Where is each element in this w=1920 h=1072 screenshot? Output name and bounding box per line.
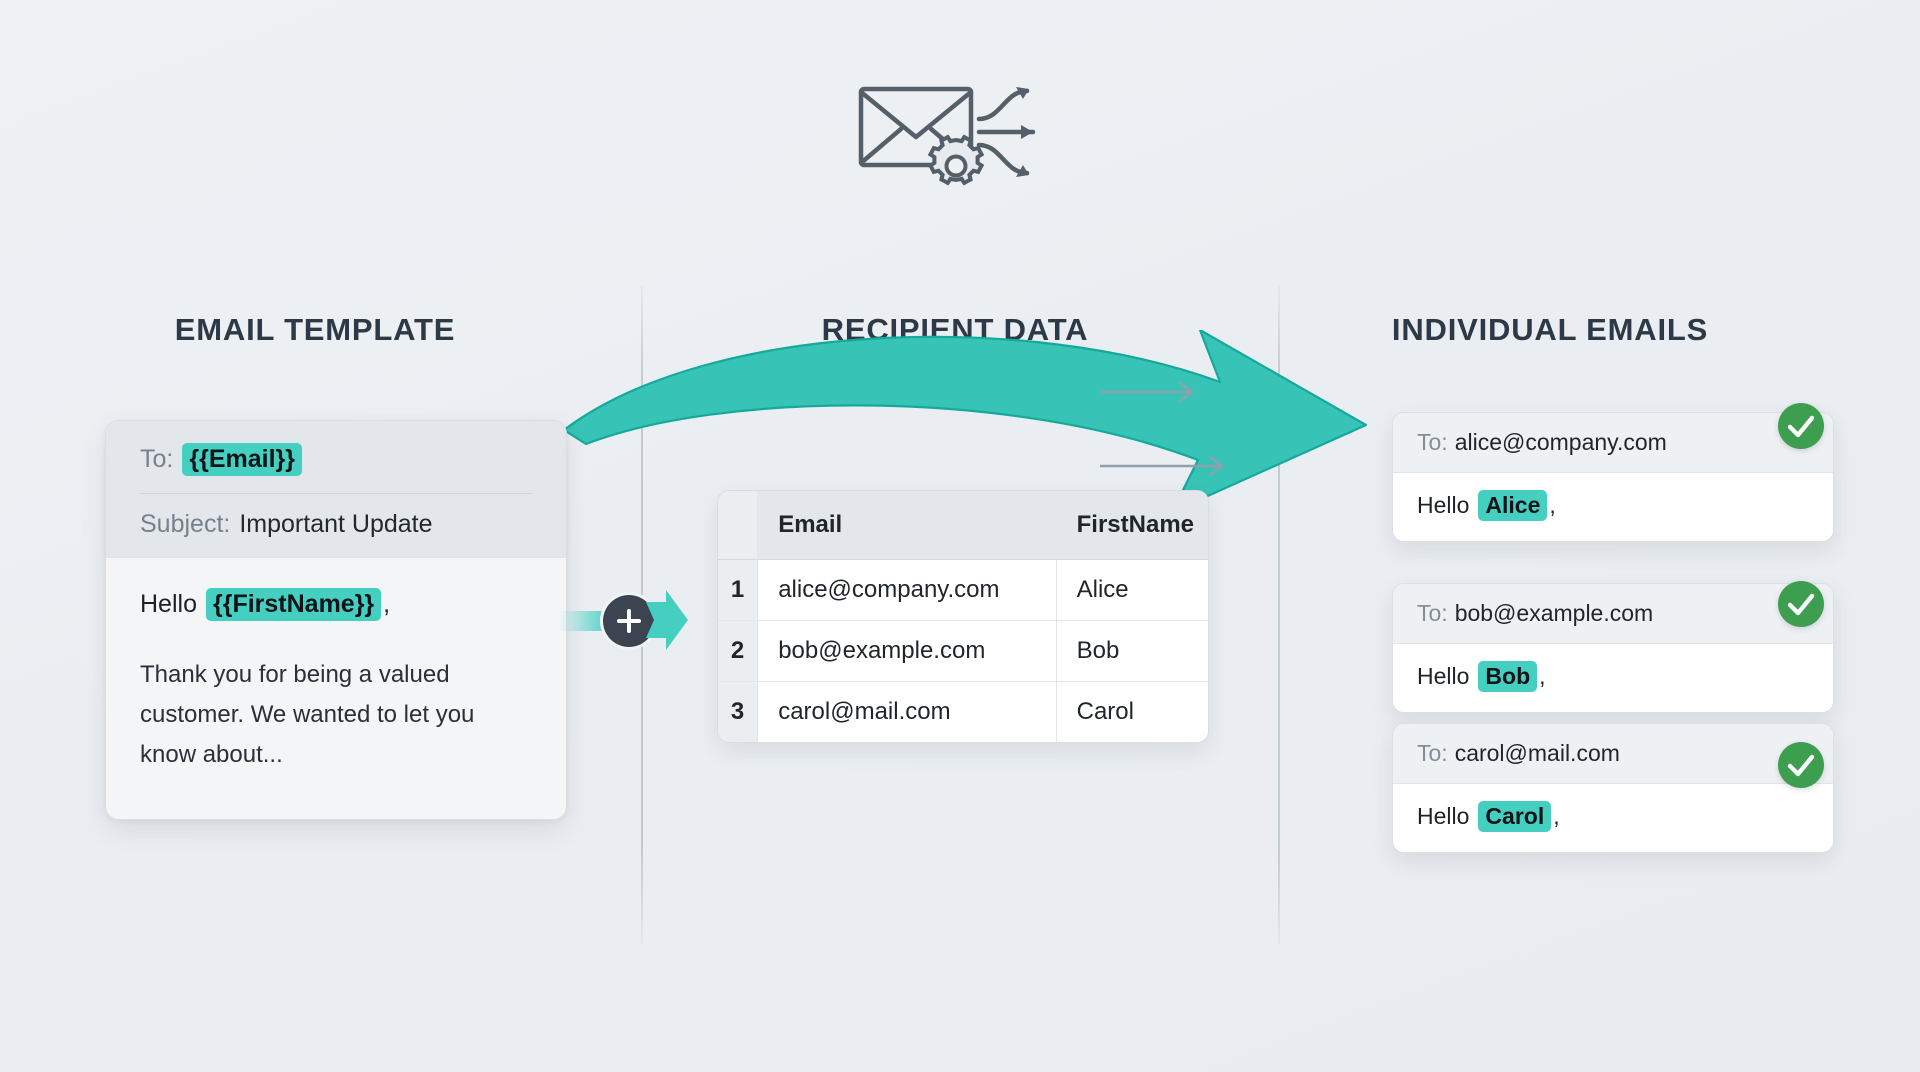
template-subject-row: Subject: Important Update bbox=[140, 510, 532, 539]
table-row[interactable]: 2 bob@example.com Bob bbox=[718, 620, 1208, 682]
merged-name-value: Bob bbox=[1478, 661, 1538, 692]
envelope-gear-branch-icon bbox=[855, 75, 1055, 190]
greeting-comma: , bbox=[1549, 492, 1556, 518]
recipient-data-table[interactable]: Email FirstName 1 alice@company.com Alic… bbox=[717, 490, 1209, 743]
email-card-header: To:carol@mail.com bbox=[1393, 724, 1833, 784]
individual-email-card[interactable]: To:carol@mail.com Hello Carol , bbox=[1392, 723, 1834, 853]
email-card-body: Hello Carol , bbox=[1393, 784, 1833, 852]
cell-email[interactable]: carol@mail.com bbox=[757, 681, 1057, 742]
to-label: To: bbox=[1417, 600, 1448, 626]
merged-name-value: Alice bbox=[1478, 490, 1548, 521]
column-divider-right bbox=[1278, 286, 1280, 944]
column-header-index bbox=[718, 491, 759, 560]
check-circle-icon bbox=[1778, 581, 1824, 627]
column-header-firstname[interactable]: FirstName bbox=[1056, 491, 1208, 560]
row-index: 2 bbox=[718, 620, 759, 682]
email-card-body: Hello Alice , bbox=[1393, 473, 1833, 541]
plus-merge-icon[interactable] bbox=[603, 595, 655, 647]
greeting-comma: , bbox=[1553, 803, 1560, 829]
greeting-label: Hello bbox=[140, 590, 197, 618]
recipient-address: alice@company.com bbox=[1454, 429, 1667, 455]
page-title-individual-emails: INDIVIDUAL EMAILS bbox=[1391, 312, 1709, 347]
greeting-label: Hello bbox=[1417, 492, 1470, 518]
check-circle-icon bbox=[1778, 403, 1824, 449]
individual-email-card[interactable]: To:alice@company.com Hello Alice , bbox=[1392, 412, 1834, 542]
recipient-address: bob@example.com bbox=[1454, 600, 1654, 626]
recipient-address: carol@mail.com bbox=[1454, 740, 1620, 766]
row-index: 3 bbox=[718, 681, 759, 742]
email-template-card[interactable]: To: {{Email}} Subject: Important Update … bbox=[105, 420, 567, 820]
email-card-header: To:alice@company.com bbox=[1393, 413, 1833, 473]
curved-arrow-icon bbox=[560, 328, 1430, 550]
flow-arrow-icon bbox=[1098, 370, 1460, 510]
merge-connector bbox=[560, 580, 688, 660]
template-to-row: To: {{Email}} bbox=[140, 443, 532, 476]
plus-vertical bbox=[627, 609, 631, 633]
to-label: To: bbox=[1417, 740, 1448, 766]
to-label: To: bbox=[140, 445, 174, 473]
email-card-header: To:bob@example.com bbox=[1393, 584, 1833, 644]
greeting-label: Hello bbox=[1417, 803, 1470, 829]
email-merge-token[interactable]: {{Email}} bbox=[182, 443, 302, 476]
subject-value: Important Update bbox=[239, 510, 433, 538]
email-template-header: To: {{Email}} Subject: Important Update bbox=[106, 421, 566, 557]
cell-email[interactable]: alice@company.com bbox=[757, 559, 1057, 621]
cell-email[interactable]: bob@example.com bbox=[757, 620, 1057, 682]
subject-label: Subject: bbox=[140, 510, 231, 538]
greeting-comma: , bbox=[1539, 663, 1546, 689]
table-row[interactable]: 3 carol@mail.com Carol bbox=[718, 681, 1208, 742]
template-body-text: Thank you for being a valued customer. W… bbox=[140, 661, 475, 768]
check-circle-icon bbox=[1778, 742, 1824, 788]
cell-firstname[interactable]: Alice bbox=[1056, 559, 1208, 621]
firstname-merge-token[interactable]: {{FirstName}} bbox=[205, 588, 382, 621]
to-label: To: bbox=[1417, 429, 1448, 455]
table-row[interactable]: 1 alice@company.com Alice bbox=[718, 559, 1208, 621]
page-title-email-template: EMAIL TEMPLATE bbox=[174, 312, 456, 347]
connector-bar bbox=[560, 611, 612, 631]
row-index: 1 bbox=[718, 559, 759, 621]
cell-firstname[interactable]: Bob bbox=[1056, 620, 1208, 682]
table-header-row: Email FirstName bbox=[718, 491, 1208, 560]
greeting-label: Hello bbox=[1417, 663, 1470, 689]
individual-email-card[interactable]: To:bob@example.com Hello Bob , bbox=[1392, 583, 1834, 713]
greeting-comma: , bbox=[383, 590, 391, 618]
connector-arrow-icon bbox=[644, 588, 690, 652]
template-greeting-row: Hello {{FirstName}} , bbox=[140, 588, 532, 621]
cell-firstname[interactable]: Carol bbox=[1056, 681, 1208, 742]
email-card-body: Hello Bob , bbox=[1393, 644, 1833, 712]
email-template-body: Hello {{FirstName}} , Thank you for bein… bbox=[106, 557, 566, 819]
column-header-email[interactable]: Email bbox=[757, 491, 1057, 560]
merged-name-value: Carol bbox=[1478, 801, 1552, 832]
template-divider bbox=[140, 493, 532, 494]
